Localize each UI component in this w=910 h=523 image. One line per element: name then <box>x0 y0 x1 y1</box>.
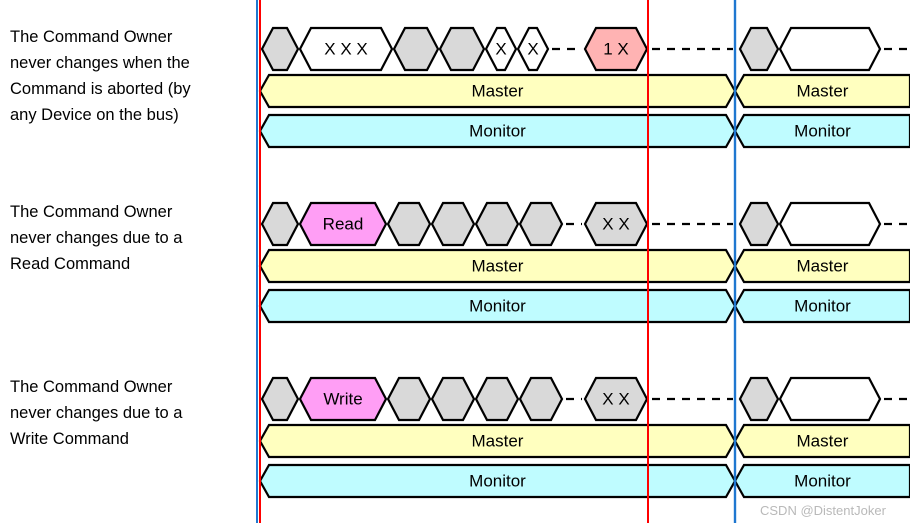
signal-cell <box>738 26 780 72</box>
signal-cell-label: X <box>495 39 506 58</box>
owner-band-segment-right <box>733 73 910 109</box>
signal-cell <box>298 201 388 247</box>
signal-cell <box>738 201 780 247</box>
row-description-line: Read Command <box>10 255 130 273</box>
signal-cell-label: X X <box>602 389 629 408</box>
signal-cell <box>430 376 476 422</box>
owner-band-label-left: Master <box>472 431 524 450</box>
owner-band-label-right: Monitor <box>794 296 851 315</box>
watermark-text: CSDN @DistentJoker <box>760 503 887 518</box>
signal-cell-label: X X X <box>324 39 367 58</box>
owner-band-segment-right <box>733 113 910 149</box>
owner-band-segment-right <box>733 288 910 324</box>
signal-cell <box>484 26 518 72</box>
row-description-line: Write Command <box>10 430 129 448</box>
signal-cell-label: Write <box>323 389 362 408</box>
owner-band-label-left: Monitor <box>469 121 526 140</box>
signal-cell <box>778 26 882 72</box>
row-description-line: never changes due to a <box>10 404 183 422</box>
signal-cell <box>518 376 564 422</box>
row-description-line: never changes due to a <box>10 229 183 247</box>
signal-cell <box>778 376 882 422</box>
signal-cell <box>738 376 780 422</box>
row-description-line: The Command Owner <box>10 28 173 46</box>
owner-band-segment-right <box>733 248 910 284</box>
row-description-line: The Command Owner <box>10 203 173 221</box>
signal-cell <box>430 201 476 247</box>
owner-band-label-right: Monitor <box>794 471 851 490</box>
signal-cell <box>583 26 649 72</box>
signal-cell <box>474 376 520 422</box>
signal-cell <box>260 376 300 422</box>
signal-cell <box>392 26 440 72</box>
owner-band-segment-right <box>733 463 910 499</box>
signal-cell-label: Read <box>323 214 364 233</box>
signal-cell <box>516 26 550 72</box>
owner-band-label-right: Monitor <box>794 121 851 140</box>
row-description-line: Command is aborted (by <box>10 80 191 98</box>
signal-cell <box>583 376 649 422</box>
signal-cell-label: 1 X <box>603 39 629 58</box>
signal-cell <box>298 26 394 72</box>
owner-band-label-left: Monitor <box>469 471 526 490</box>
signal-cell-label: X X <box>602 214 629 233</box>
owner-band-label-right: Master <box>797 81 849 100</box>
signal-cell <box>386 201 432 247</box>
row-description-line: any Device on the bus) <box>10 106 179 124</box>
owner-band-label-right: Master <box>797 431 849 450</box>
owner-band-segment-right <box>733 423 910 459</box>
signal-cell <box>438 26 486 72</box>
owner-band-label-left: Master <box>472 81 524 100</box>
signal-cell <box>386 376 432 422</box>
signal-cell <box>260 201 300 247</box>
owner-band-label-left: Monitor <box>469 296 526 315</box>
signal-cell-label: X <box>527 39 538 58</box>
signal-cell <box>583 201 649 247</box>
signal-cell <box>518 201 564 247</box>
signal-cell <box>298 376 388 422</box>
signal-cell <box>778 201 882 247</box>
owner-band-label-right: Master <box>797 256 849 275</box>
row-description-line: The Command Owner <box>10 378 173 396</box>
row-description-line: never changes when the <box>10 54 190 72</box>
signal-cell <box>260 26 300 72</box>
signal-cell <box>474 201 520 247</box>
owner-band-label-left: Master <box>472 256 524 275</box>
